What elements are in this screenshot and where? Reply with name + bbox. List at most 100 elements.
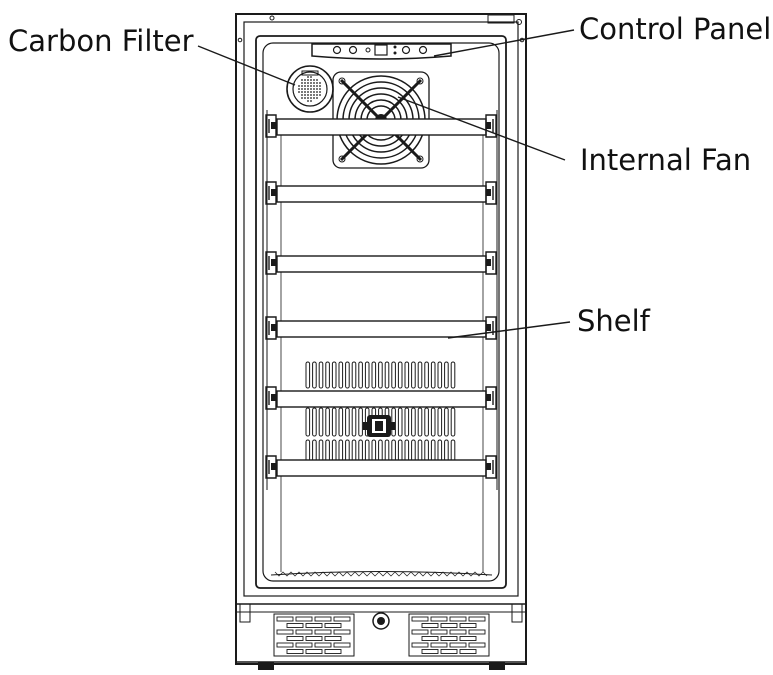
vent-slot xyxy=(305,361,311,389)
shelf-clip-detail xyxy=(271,122,276,129)
shelf-clip-left xyxy=(265,316,277,340)
shelf-clip-detail xyxy=(486,189,491,196)
vent-slot xyxy=(450,361,456,389)
shelf xyxy=(265,455,497,479)
vent-brick xyxy=(333,642,351,648)
shelf-label: Shelf xyxy=(577,304,651,338)
vent-slot xyxy=(430,407,436,437)
filter-hole xyxy=(301,97,303,99)
filter-hole xyxy=(304,97,306,99)
filter-hole xyxy=(307,91,309,93)
filter-hole xyxy=(307,79,309,81)
filter-hole xyxy=(307,94,309,96)
rear-vent xyxy=(305,361,456,465)
control-panel-label: Control Panel xyxy=(579,12,771,46)
vent-slot xyxy=(325,407,330,437)
filter-hole xyxy=(304,79,306,81)
leveling-foot xyxy=(258,662,274,670)
base-kickplate xyxy=(235,603,527,670)
hinge-screw xyxy=(269,15,275,21)
filter-hole xyxy=(313,79,315,81)
vent-slot xyxy=(384,361,390,389)
shelf-front xyxy=(276,255,487,273)
shelf-clip-right xyxy=(485,181,497,205)
door-lock-icon xyxy=(372,612,390,630)
shelves xyxy=(265,114,497,479)
filter-hole xyxy=(316,88,318,90)
filter-hole xyxy=(313,91,315,93)
carbon-filter-leader xyxy=(197,45,296,86)
vent-brick xyxy=(421,636,439,641)
vent-brick xyxy=(314,629,332,635)
filter-hole xyxy=(310,85,312,87)
filter-hole xyxy=(316,94,318,96)
shelf-clip-detail xyxy=(271,463,276,470)
vent-slot xyxy=(437,407,443,437)
filter-hole xyxy=(310,79,312,81)
vent-brick xyxy=(295,642,313,648)
vent-slot xyxy=(351,361,357,389)
filter-hole xyxy=(307,100,309,102)
vent-slot xyxy=(364,361,370,389)
vent-brick xyxy=(430,616,448,622)
vent-brick xyxy=(411,629,429,635)
filter-hole xyxy=(304,94,306,96)
shelf xyxy=(265,251,497,275)
vent-slot xyxy=(444,361,449,389)
shelf-front xyxy=(276,390,487,408)
filter-hole xyxy=(310,97,312,99)
vent-slot xyxy=(345,361,350,389)
vent-brick xyxy=(333,616,351,622)
vent-brick xyxy=(459,649,477,654)
shelf-clip-detail xyxy=(271,394,276,401)
vent-slot xyxy=(391,361,396,389)
vent-brick xyxy=(459,636,477,641)
filter-hole xyxy=(310,100,312,102)
shelf-leader xyxy=(447,321,571,339)
vent-brick xyxy=(411,616,429,622)
filter-hole xyxy=(301,82,303,84)
vent-brick xyxy=(276,616,294,622)
shelf xyxy=(265,114,497,138)
vent-brick xyxy=(305,649,323,654)
shelf-clip-right xyxy=(485,455,497,479)
filter-hole xyxy=(301,79,303,81)
filter-hole xyxy=(298,85,300,87)
control-button xyxy=(365,47,371,53)
vent-brick xyxy=(324,623,342,628)
vent-brick xyxy=(421,623,439,628)
vent-slot xyxy=(358,361,363,389)
shelf-clip-left xyxy=(265,386,277,410)
internal-fan-label: Internal Fan xyxy=(580,143,751,177)
base-vent-right xyxy=(408,613,490,657)
vent-brick xyxy=(314,642,332,648)
vent-brick xyxy=(276,629,294,635)
filter-hole xyxy=(310,76,312,78)
vent-slot xyxy=(424,407,429,437)
vent-brick xyxy=(286,623,304,628)
vent-brick xyxy=(440,623,458,628)
shelf-clip-left xyxy=(265,181,277,205)
base-vent-left xyxy=(273,613,355,657)
filter-hole xyxy=(307,85,309,87)
shelf-clip-detail xyxy=(486,324,491,331)
vent-brick xyxy=(449,629,467,635)
vent-slot xyxy=(424,361,429,389)
vent-brick xyxy=(333,629,351,635)
shelf-clip-left xyxy=(265,114,277,138)
vent-slot xyxy=(345,407,350,437)
interior-wall xyxy=(270,130,493,577)
filter-hole xyxy=(304,91,306,93)
vent-slot xyxy=(404,407,410,437)
filter-hole xyxy=(301,88,303,90)
vent-slot xyxy=(331,361,337,389)
vent-slot xyxy=(397,361,403,389)
vent-slot xyxy=(351,407,357,437)
vent-slot xyxy=(338,361,344,389)
control-button xyxy=(348,45,358,55)
vent-slot xyxy=(437,361,443,389)
vent-slot xyxy=(371,361,377,389)
vent-slot xyxy=(430,361,436,389)
vent-slot xyxy=(305,407,311,437)
carbon-filter-grille xyxy=(298,76,321,102)
